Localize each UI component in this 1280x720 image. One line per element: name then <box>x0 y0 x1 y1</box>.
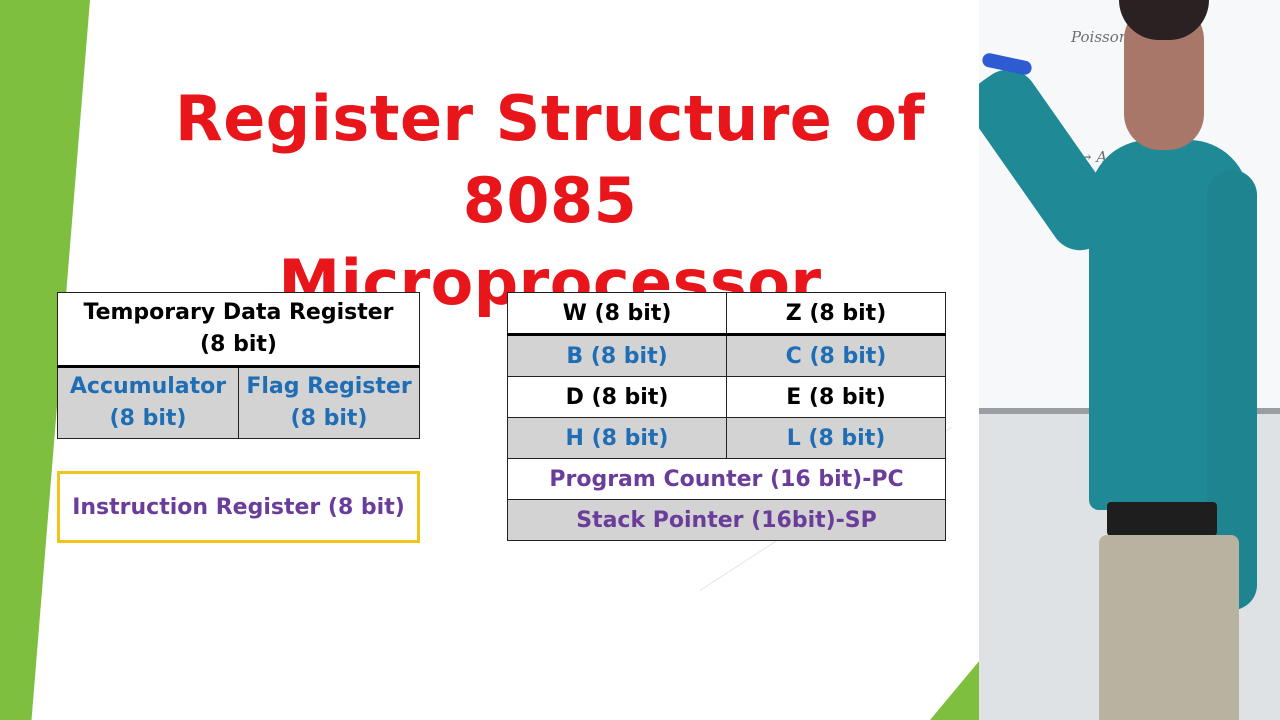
instruction-register-label: Instruction Register (8 bit) <box>72 494 405 520</box>
instruction-register-box: Instruction Register (8 bit) <box>57 471 420 543</box>
register-b-cell: B (8 bit) <box>507 334 727 377</box>
register-e-cell: E (8 bit) <box>726 376 946 418</box>
accumulator-label: Accumulator <box>69 374 227 399</box>
slide-title-line-1: Register Structure of 8085 <box>175 82 925 237</box>
accumulator-flag-table: Temporary Data Register (8 bit) Accumula… <box>57 292 420 439</box>
flag-register-cell: Flag Register (8 bit) <box>238 366 420 439</box>
presenter-photo: Poisson's ratio μ = → A = πD <box>979 0 1280 720</box>
register-d-cell: D (8 bit) <box>507 376 727 418</box>
stack-pointer-cell: Stack Pointer (16bit)-SP <box>507 499 946 541</box>
presenter-pants <box>1099 535 1239 720</box>
program-counter-cell: Program Counter (16 bit)-PC <box>507 458 946 500</box>
register-w-cell: W (8 bit) <box>507 292 727 336</box>
flag-register-label: Flag Register <box>246 374 412 399</box>
flag-register-size: (8 bit) <box>290 406 368 431</box>
slide-title: Register Structure of 8085 Microprocesso… <box>100 78 1000 324</box>
general-purpose-register-table: W (8 bit) Z (8 bit) B (8 bit) C (8 bit) … <box>507 292 946 541</box>
register-h-cell: H (8 bit) <box>507 417 727 459</box>
decorative-green-corner <box>930 660 980 720</box>
accumulator-size: (8 bit) <box>109 406 187 431</box>
register-l-cell: L (8 bit) <box>726 417 946 459</box>
temporary-data-register-label: Temporary Data Register <box>83 300 394 325</box>
temporary-data-register-cell: Temporary Data Register (8 bit) <box>57 292 420 368</box>
presenter-belt <box>1107 502 1217 536</box>
register-c-cell: C (8 bit) <box>726 334 946 377</box>
temporary-data-register-size: (8 bit) <box>200 332 277 357</box>
register-z-cell: Z (8 bit) <box>726 292 946 336</box>
accumulator-cell: Accumulator (8 bit) <box>57 366 239 439</box>
